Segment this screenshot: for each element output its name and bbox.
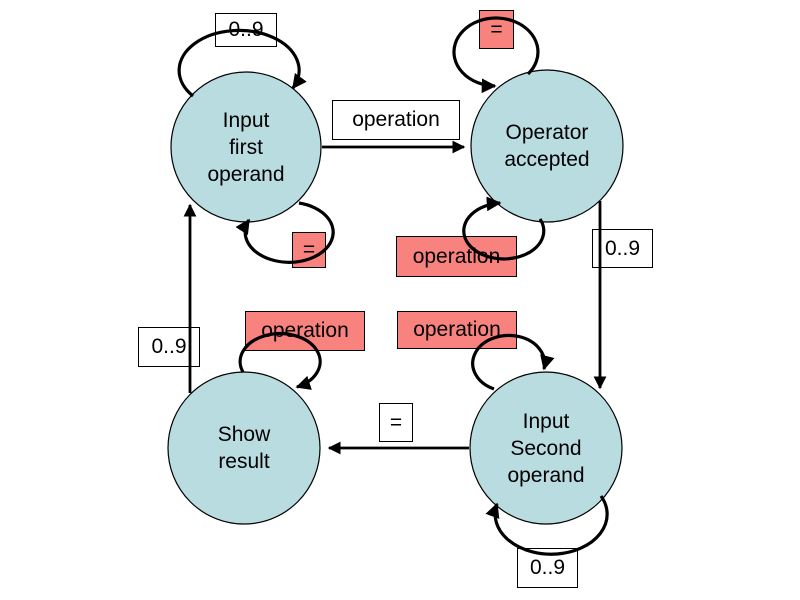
state-label-input-second-operand: Input Second operand <box>507 409 585 487</box>
state-label-input-first-operand: Input first operand <box>207 108 285 186</box>
label-digits-show-to-first: 0..9 <box>138 327 200 367</box>
label-equals-second-to-show: = <box>379 403 413 442</box>
label-equals-input-first-self: = <box>292 232 326 268</box>
state-label-show-result: Show result <box>217 423 271 473</box>
label-equals-operator-self: = <box>479 10 514 49</box>
label-digits-input-first-self: 0..9 <box>215 13 277 47</box>
self-loop-second-digits <box>485 495 609 556</box>
label-operation-operator-self: operation <box>396 236 517 277</box>
label-operation-input-second-self: operation <box>397 311 517 349</box>
label-operation-show-result-self: operation <box>245 311 365 351</box>
state-label-operator-accepted: Operator accepted <box>504 121 590 171</box>
label-digits-operator-to-second: 0..9 <box>592 229 653 268</box>
label-digits-input-second-self: 0..9 <box>517 548 578 588</box>
label-operation-first-to-operator: operation <box>332 100 460 140</box>
